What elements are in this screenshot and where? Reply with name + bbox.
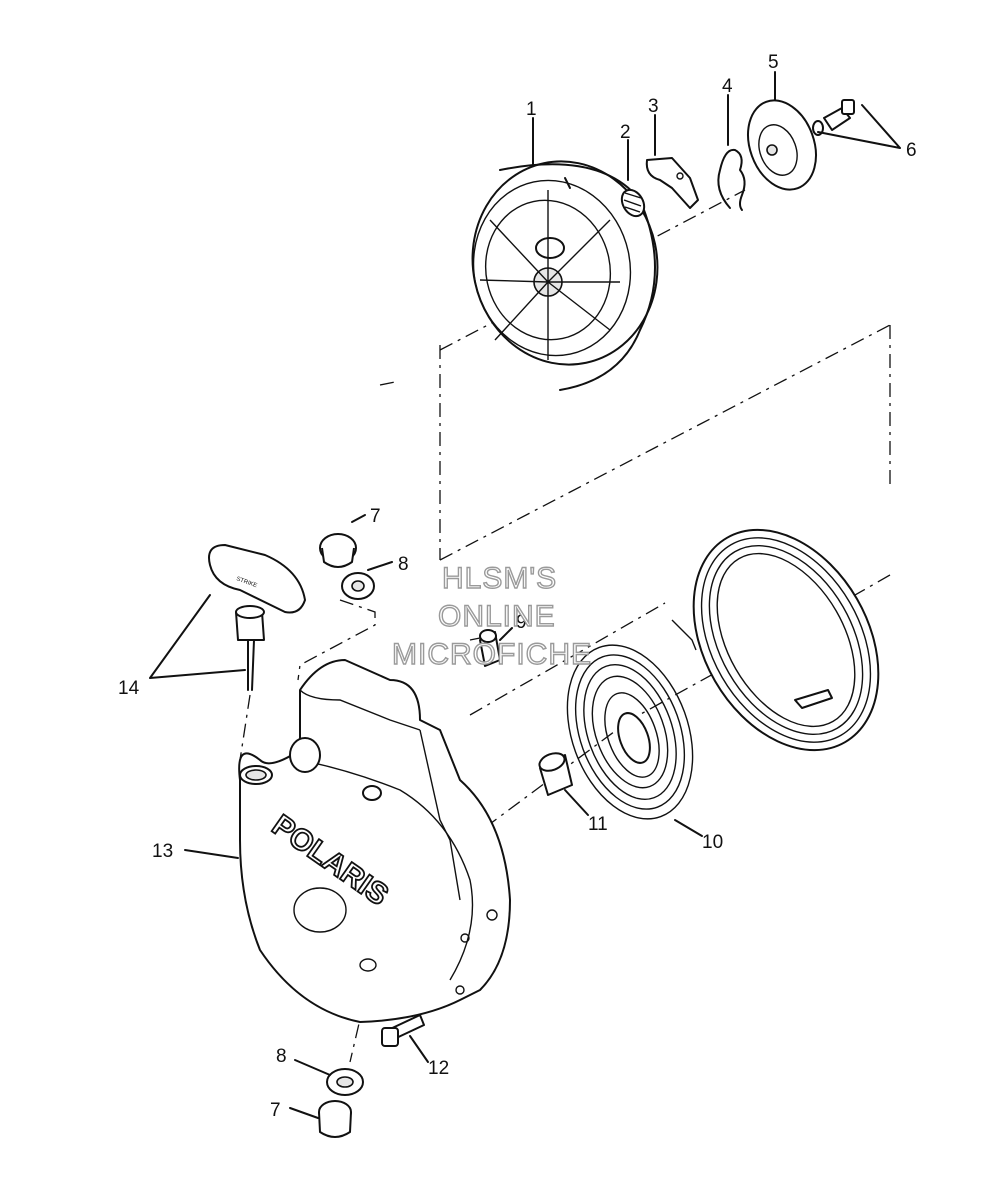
- washer-top: [341, 572, 375, 600]
- pawl-spring: [620, 188, 646, 218]
- callout-3: 3: [648, 96, 659, 117]
- callout-2: 2: [620, 122, 631, 143]
- guide-mark: [379, 381, 396, 386]
- retainer-clip: [717, 148, 746, 211]
- callout-7-top: 7: [370, 506, 381, 527]
- starter-housing: POLARIS: [238, 659, 511, 1023]
- callout-8-top: 8: [398, 554, 409, 575]
- callout-9: 9: [516, 612, 527, 633]
- callout-7-bottom: 7: [270, 1100, 281, 1121]
- callout-14: 14: [118, 678, 140, 699]
- spring-cover: [692, 528, 880, 752]
- bushing-large: [538, 752, 573, 796]
- leader-lines: [149, 71, 901, 1119]
- callout-6: 6: [906, 140, 917, 161]
- washer-bottom: [326, 1068, 364, 1096]
- callout-11: 11: [588, 814, 608, 835]
- housing-bolt: [381, 1014, 425, 1047]
- cap-bottom: [318, 1100, 352, 1138]
- callout-8-bottom: 8: [276, 1046, 287, 1067]
- callout-12: 12: [428, 1058, 449, 1079]
- watermark: HLSM'S ONLINE MICROFICHE: [391, 561, 592, 671]
- starter-handle: STRIKE: [208, 544, 306, 691]
- bushing-small: [479, 629, 501, 667]
- guide-line-cap: [297, 599, 376, 681]
- callout-4: 4: [722, 76, 733, 97]
- watermark-line-3: MICROFICHE: [392, 638, 592, 671]
- bolt-and-washer: [812, 99, 855, 136]
- watermark-line-2: ONLINE: [438, 600, 556, 633]
- recoil-pulley: [471, 160, 659, 391]
- callout-13: 13: [152, 841, 173, 862]
- callout-labels: 1 2 3 4 5 6 7 8 9 10 11 12 13 14 8 7: [118, 52, 917, 1121]
- guide-line-bottom-washer: [349, 967, 373, 1063]
- guide-line-bushing: [469, 637, 481, 641]
- guide-line-handle: [239, 694, 251, 761]
- recoil-spring: [566, 619, 697, 820]
- cam-plate: [747, 99, 817, 191]
- pawl: [645, 157, 699, 209]
- guide-line-spring-top: [469, 602, 666, 716]
- guide-line-diagonal: [439, 324, 891, 561]
- callout-1: 1: [526, 99, 537, 120]
- watermark-line-1: HLSM'S: [442, 562, 557, 595]
- callout-10: 10: [702, 832, 723, 853]
- cap-top: [319, 533, 357, 568]
- callout-5: 5: [768, 52, 779, 73]
